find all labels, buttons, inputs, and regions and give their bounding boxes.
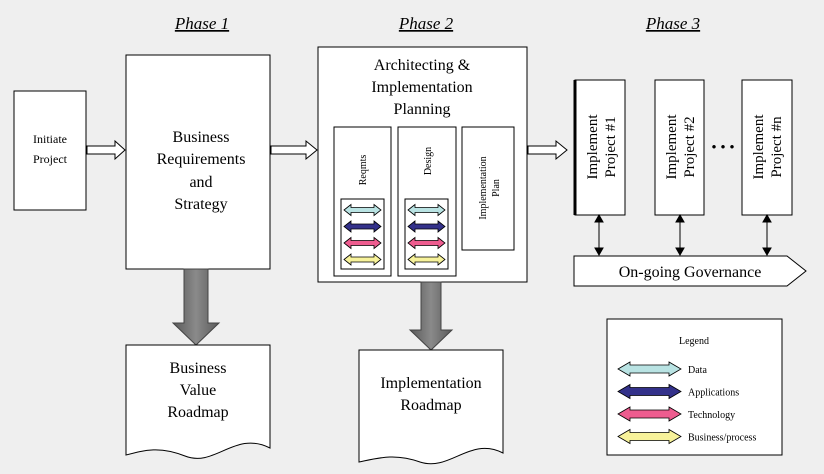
governance-label: On-going Governance <box>619 264 762 281</box>
governance-connectors <box>594 213 772 257</box>
project-2-line2: Project #2 <box>682 116 698 177</box>
legend: Legend DataApplicationsTechnologyBusines… <box>606 318 783 456</box>
project-1-line2: Project #1 <box>603 116 619 177</box>
initiate-line1: Initiate <box>33 132 67 146</box>
project-2-line1: Implement <box>664 114 680 180</box>
implementation-roadmap: Implementation Roadmap <box>358 349 504 465</box>
project-n-line2: Project #n <box>769 116 785 178</box>
legend-label-2: Applications <box>688 388 739 399</box>
arrow-architecting-to-roadmap <box>408 281 454 351</box>
project-box-2: Implement Project #2 <box>654 79 705 216</box>
business-req-line3: and <box>189 174 212 191</box>
architecting-line3: Planning <box>394 101 451 118</box>
arrow-initiate-to-business <box>86 139 126 161</box>
arrow-business-to-roadmap <box>171 268 221 346</box>
design-arrow-1 <box>407 203 446 217</box>
phase-1-label: Phase 1 <box>174 14 229 33</box>
reqmts-arrow-4 <box>343 253 382 266</box>
legend-title: Legend <box>679 336 709 347</box>
design-arrow-4 <box>407 253 446 266</box>
business-value-roadmap: Business Value Roadmap <box>125 344 271 459</box>
design-arrows <box>407 203 446 266</box>
implementation-plan-box: Implementation Plan <box>461 126 515 251</box>
business-roadmap-line2: Value <box>180 382 216 399</box>
initiate-line2: Project <box>33 152 68 166</box>
reqmts-arrow-3 <box>343 236 382 250</box>
business-roadmap-line1: Business <box>170 360 227 377</box>
impl-plan-line2: Plan <box>491 179 502 197</box>
business-req-line2: Requirements <box>157 151 246 168</box>
reqmts-arrow-1 <box>343 203 382 217</box>
legend-arrow-1 <box>617 361 682 377</box>
arrow-business-to-architecting <box>270 139 318 161</box>
legend-arrow-4 <box>617 428 682 445</box>
project-box-n: Implement Project #n <box>741 79 793 216</box>
initiate-project-box: Initiate Project <box>13 90 87 211</box>
legend-arrow-3 <box>617 406 682 422</box>
legend-arrow-2 <box>617 383 682 400</box>
ellipsis: • • • <box>711 140 734 156</box>
architecting-box: Architecting & Implementation Planning R… <box>317 46 528 283</box>
arrow-architecting-to-projects <box>527 139 568 161</box>
design-arrow-3 <box>407 236 446 250</box>
design-box: Design <box>397 126 457 277</box>
reqmts-box: Reqmts <box>333 126 392 277</box>
impl-roadmap-line1: Implementation <box>380 375 481 392</box>
legend-label-3: Technology <box>688 410 735 421</box>
business-roadmap-line3: Roadmap <box>167 404 228 421</box>
business-req-line4: Strategy <box>174 196 227 213</box>
architecting-line1: Architecting & <box>374 57 471 74</box>
legend-label-4: Business/process <box>688 433 756 444</box>
legend-label-1: Data <box>688 365 707 376</box>
design-label: Design <box>423 147 434 175</box>
business-requirements-box: Business Requirements and Strategy <box>125 54 271 270</box>
business-req-line1: Business <box>173 129 230 146</box>
legend-items: DataApplicationsTechnologyBusiness/proce… <box>617 361 756 445</box>
phase-3-label: Phase 3 <box>645 14 700 33</box>
phase-2-label: Phase 2 <box>398 14 454 33</box>
impl-roadmap-line2: Roadmap <box>400 397 461 414</box>
impl-plan-line1: Implementation <box>478 156 489 219</box>
reqmts-arrow-2 <box>343 220 382 233</box>
architecting-line2: Implementation <box>371 79 472 96</box>
project-box-1: Implement Project #1 <box>573 79 626 216</box>
reqmts-arrows <box>343 203 382 266</box>
project-1-line1: Implement <box>585 114 601 180</box>
governance-bar: On-going Governance <box>573 255 807 287</box>
design-arrow-2 <box>407 220 446 233</box>
project-n-line1: Implement <box>751 114 767 180</box>
reqmts-label: Reqmts <box>358 155 369 186</box>
